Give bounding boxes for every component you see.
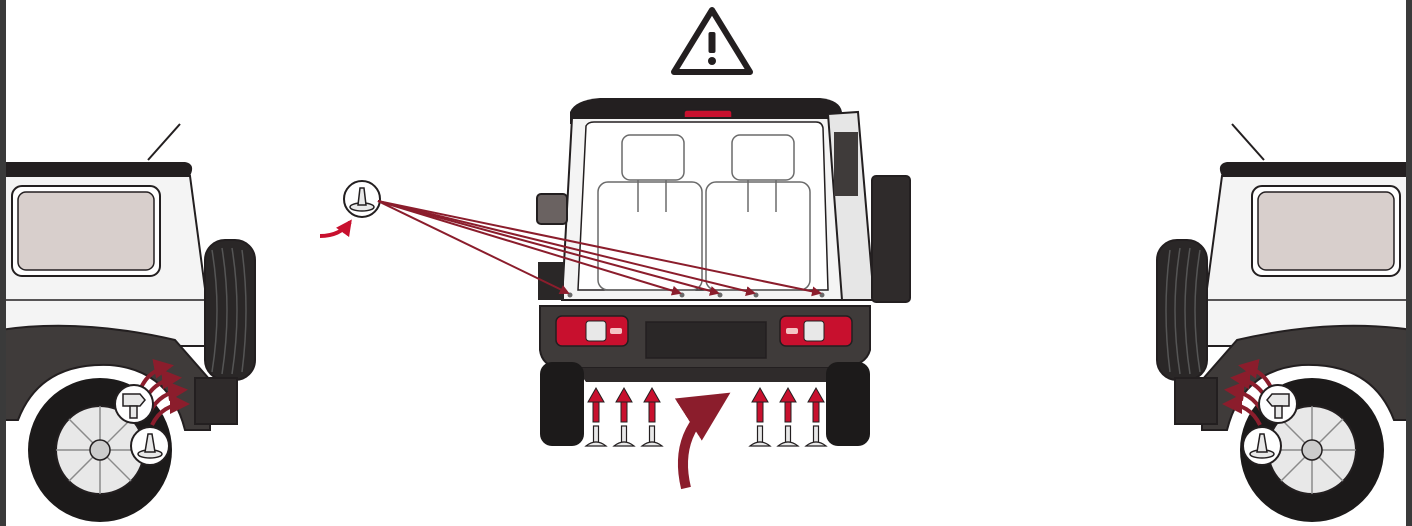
- spare-tire-rear: [872, 176, 910, 302]
- left-tail-light: [556, 316, 628, 346]
- license-plate-recess: [646, 322, 766, 358]
- screw-icon: [750, 388, 770, 446]
- right-tail-light: [780, 316, 852, 346]
- screw-icon: [806, 388, 826, 446]
- screw-icon: [778, 388, 798, 446]
- spare-tire: [205, 240, 255, 380]
- push-clip-icon: [131, 427, 169, 465]
- rear-left-wheel: [540, 362, 584, 446]
- push-clip-icon: [344, 181, 380, 217]
- bolt-icon: [115, 385, 153, 423]
- left-mirror: [537, 194, 567, 224]
- warning-triangle-icon: [674, 10, 750, 72]
- clip-curved-arrow: [320, 222, 350, 236]
- screw-icon: [614, 388, 634, 446]
- right-side-view: [1157, 124, 1412, 522]
- underside-curved-arrow: [683, 398, 722, 488]
- rear-view: [320, 98, 910, 488]
- screw-icon: [642, 388, 662, 446]
- left-side-view: [0, 124, 255, 522]
- rear-right-wheel: [826, 362, 870, 446]
- screw-icon: [586, 388, 606, 446]
